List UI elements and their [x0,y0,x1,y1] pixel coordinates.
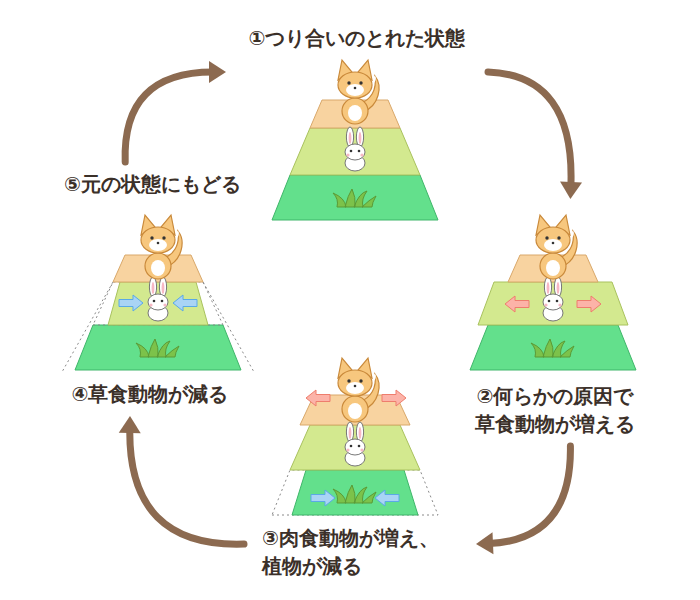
pyramid-carnivores-up [272,358,438,515]
arrow-head [560,182,582,199]
stage-caption: ①つり合いのとれた状態 [232,24,482,52]
stage-caption: ②何らかの原因で 草食動物が増える [445,382,665,438]
pyramid-balanced [272,60,438,220]
stage-node: ④草食動物が減る [50,205,250,410]
pyramid-herbivores-down [62,215,254,372]
stage-caption-group: ④草食動物が減る [50,380,250,408]
arrow-line [125,72,213,162]
stage-node: ②何らかの原因で 草食動物が増える [445,205,665,440]
arrow-head [476,532,493,554]
stage-caption-group: ②何らかの原因で 草食動物が増える [445,382,665,438]
arrow-line [489,446,570,544]
stage-caption: ④草食動物が減る [50,380,250,408]
pyramid-herbivores-up [470,215,636,370]
arrow-line [488,72,571,186]
stage-caption: ③肉食動物が増え、 植物が減る [262,524,470,580]
stage-caption-group: ③肉食動物が増え、 植物が減る [250,524,470,580]
stage-node: ①つり合いのとれた状態 [232,22,482,222]
stage-node: ③肉食動物が増え、 植物が減る [250,345,470,582]
arrow-line [130,429,244,544]
cycle-arrow [125,61,226,162]
stage-caption-group: ⑤元の状態にもどる [55,170,250,198]
cycle-arrow [119,416,244,544]
cycle-arrow [488,72,582,199]
stage-node: ⑤元の状態にもどる [55,168,250,200]
arrow-head [209,61,226,83]
cycle-arrow [476,446,570,554]
arrow-head [119,416,141,433]
stage-caption-group: ①つり合いのとれた状態 [232,24,482,52]
stage-caption: ⑤元の状態にもどる [55,170,250,198]
